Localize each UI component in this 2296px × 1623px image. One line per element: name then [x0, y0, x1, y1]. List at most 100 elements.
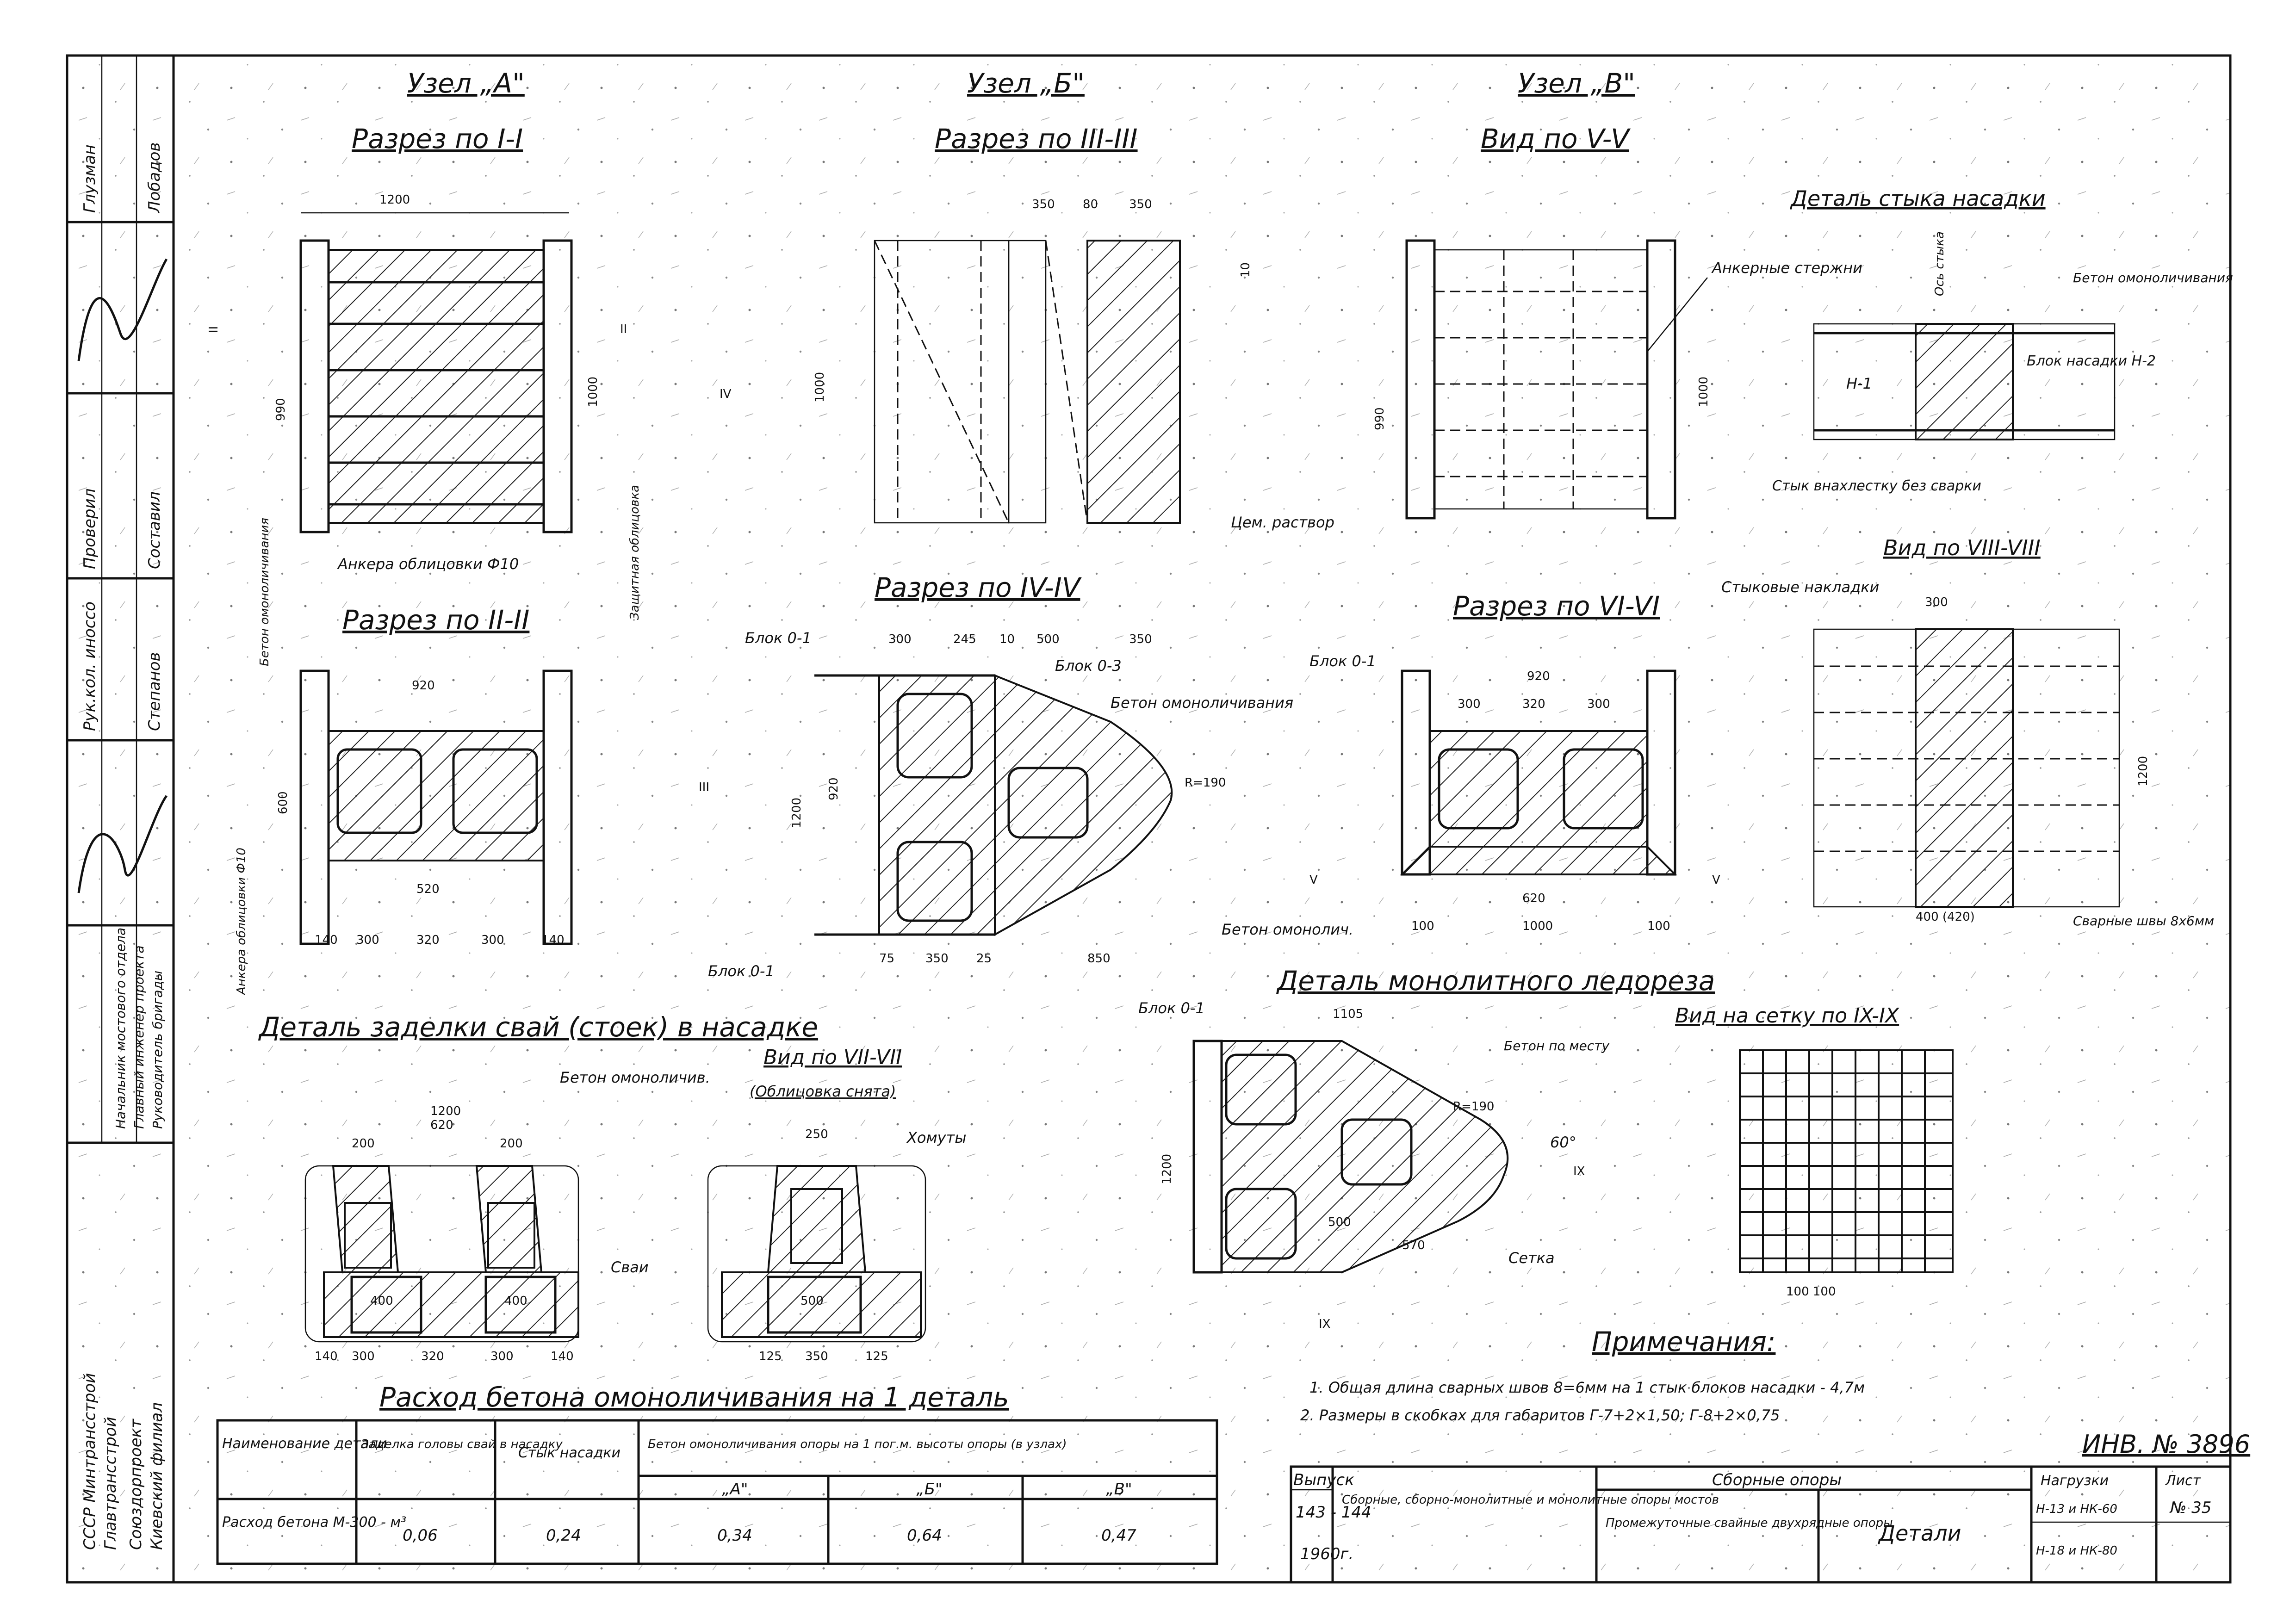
- node-b-group: Узел „Б" Разрез по III-III 350 80 350 10…: [720, 68, 1253, 524]
- icebreaker-body: [1221, 1040, 1509, 1273]
- section-2-group: Разрез по II-II Бетон омоноличивания Защ…: [235, 485, 642, 996]
- view-7-subtitle: (Облицовка снята): [750, 1083, 896, 1100]
- name-gluzman: Глузман: [81, 144, 99, 213]
- svg-text:80: 80: [1083, 198, 1098, 211]
- concrete-label-4: Бетон омоноличивания: [1111, 694, 1293, 712]
- icebreaker-block-label: Блок 0-1: [1138, 999, 1205, 1017]
- block-01-top: Блок 0-1: [745, 629, 812, 647]
- svg-text:300: 300: [352, 1350, 375, 1363]
- pile-detail-group: Деталь заделки свай (стоек) в насадке Бе…: [258, 1011, 966, 1363]
- cell-piles: 0,06: [403, 1526, 438, 1545]
- svg-text:300: 300: [1587, 697, 1610, 711]
- role-brigade: Руководитель бригады: [150, 971, 165, 1129]
- table-title: Расход бетона омоноличивания на 1 деталь: [379, 1381, 1009, 1413]
- block-h2: Блок насадки Н-2: [2027, 353, 2156, 369]
- svg-text:IX: IX: [1319, 1317, 1330, 1331]
- svg-text:1200: 1200: [430, 1104, 461, 1118]
- node-v-group: Узел „В" Вид по V-V 990 1000 Анкерные ст…: [1231, 68, 1862, 531]
- section-6-title: Разрез по VI-VI: [1453, 590, 1660, 622]
- svg-text:400 (420): 400 (420): [1916, 910, 1975, 924]
- svg-text:1200: 1200: [790, 798, 804, 828]
- cell-v: 0,47: [1101, 1526, 1136, 1545]
- svg-text:IV: IV: [720, 387, 732, 401]
- pile-detail-title: Деталь заделки свай (стоек) в насадке: [258, 1011, 818, 1043]
- side-stamp: СССР Минтрансстрой Главтрансстрой Союздо…: [67, 56, 174, 1550]
- svg-text:300: 300: [490, 1350, 514, 1363]
- mesh-grid: [1739, 1049, 1954, 1273]
- concrete-label-6: Бетон омонолич.: [1222, 921, 1353, 938]
- signature-2: [77, 795, 168, 893]
- svg-text:400: 400: [504, 1294, 527, 1308]
- svg-text:1000: 1000: [1522, 919, 1553, 933]
- view-5-title: Вид по V-V: [1481, 123, 1631, 155]
- series-text: Сборные, сборно-монолитные и монолитные …: [1342, 1493, 1719, 1507]
- svg-text:1000: 1000: [813, 372, 827, 403]
- svg-text:520: 520: [416, 882, 440, 896]
- block-h1: Н-1: [1846, 375, 1872, 392]
- year: 1960г.: [1300, 1545, 1353, 1563]
- node-a-title: Узел „А": [407, 68, 525, 99]
- icebreaker-title: Деталь монолитного ледореза: [1276, 965, 1715, 997]
- svg-text:1200: 1200: [379, 193, 410, 207]
- notes-group: Примечания: 1. Общая длина сварных швов …: [1300, 1326, 1865, 1424]
- section-1-title: Разрез по I-I: [352, 123, 523, 155]
- concrete-label-2: Бетон омоноличивания: [258, 518, 272, 666]
- svg-text:140: 140: [315, 1350, 338, 1363]
- svg-text:920: 920: [1527, 669, 1550, 683]
- sheet-frame: [66, 54, 2232, 1584]
- joint-detail-title: Деталь стыка насадки: [1790, 186, 2046, 211]
- issue-value: 143 - 144: [1296, 1503, 1371, 1522]
- node-b-title: Узел „Б": [967, 68, 1085, 99]
- svg-text:100 100: 100 100: [1786, 1285, 1836, 1299]
- svg-text:320: 320: [1522, 697, 1545, 711]
- view-8-title: Вид по VIII-VIII: [1883, 535, 2041, 560]
- svg-text:620: 620: [430, 1118, 453, 1132]
- issue-label: Выпуск: [1293, 1471, 1354, 1489]
- note-1: 1. Общая длина сварных швов 8=6мм на 1 с…: [1309, 1379, 1865, 1396]
- mesh-view-title: Вид на сетку по IX-IX: [1675, 1004, 1899, 1028]
- joint-concrete-label: Бетон омоноличивания: [2073, 270, 2233, 285]
- svg-text:350: 350: [925, 952, 949, 966]
- section-6-group: Разрез по VI-VI Блок 0-1 920 300 320 300…: [1222, 590, 1720, 938]
- svg-text:920: 920: [827, 777, 841, 800]
- svg-text:320: 320: [416, 933, 440, 947]
- role-4: Рук.кол. иноссо: [81, 601, 99, 731]
- svg-text:125: 125: [759, 1350, 782, 1363]
- cell-joint: 0,24: [546, 1526, 581, 1545]
- sheet-number: № 35: [2169, 1499, 2211, 1517]
- node-a-group: Узел „А" Разрез по I-I 1200 990 1000 II …: [207, 68, 627, 573]
- svg-text:250: 250: [805, 1127, 828, 1141]
- svg-text:100: 100: [1647, 919, 1670, 933]
- loads-2: Н-18 и НК-80: [2036, 1544, 2117, 1558]
- role-checked: Проверил: [81, 489, 99, 569]
- concrete-label-piles: Бетон омоноличив.: [560, 1069, 710, 1086]
- th-b: „Б": [916, 1480, 943, 1499]
- svg-text:200: 200: [500, 1137, 523, 1151]
- svg-text:10: 10: [1239, 262, 1253, 278]
- drawing-name: Детали: [1878, 1521, 1961, 1546]
- svg-text:500: 500: [800, 1294, 824, 1308]
- svg-text:350: 350: [1129, 198, 1152, 211]
- svg-text:II: II: [207, 326, 221, 333]
- node-v-title: Узел „В": [1518, 68, 1635, 99]
- svg-text:II: II: [620, 322, 627, 336]
- loads-label: Нагрузки: [2041, 1473, 2109, 1489]
- org-line-3: Союздорпроект: [127, 1419, 145, 1550]
- title-block: ИНВ. № 3896 Выпуск 143 - 144 1960г. Сбор…: [1290, 1430, 2250, 1584]
- svg-text:990: 990: [274, 398, 288, 421]
- svg-text:1200: 1200: [1160, 1154, 1174, 1184]
- th-a: „А": [722, 1480, 748, 1499]
- th-piles: Заделка головы свай в насадку: [361, 1437, 563, 1451]
- svg-text:1000: 1000: [1697, 377, 1711, 407]
- svg-text:245: 245: [953, 632, 976, 646]
- plates-label: Стыковые накладки: [1721, 578, 1879, 596]
- inventory-number: ИНВ. № 3896: [2082, 1430, 2250, 1459]
- svg-text:1105: 1105: [1333, 1007, 1363, 1021]
- note-2: 2. Размеры в скобках для габаритов Г-7+2…: [1300, 1406, 1780, 1424]
- pier-nose-4: [994, 674, 1173, 936]
- anchor-rods-label: Анкерные стержни: [1711, 259, 1862, 277]
- svg-text:990: 990: [1373, 407, 1387, 430]
- svg-text:R=190: R=190: [1453, 1100, 1494, 1114]
- svg-text:300: 300: [356, 933, 379, 947]
